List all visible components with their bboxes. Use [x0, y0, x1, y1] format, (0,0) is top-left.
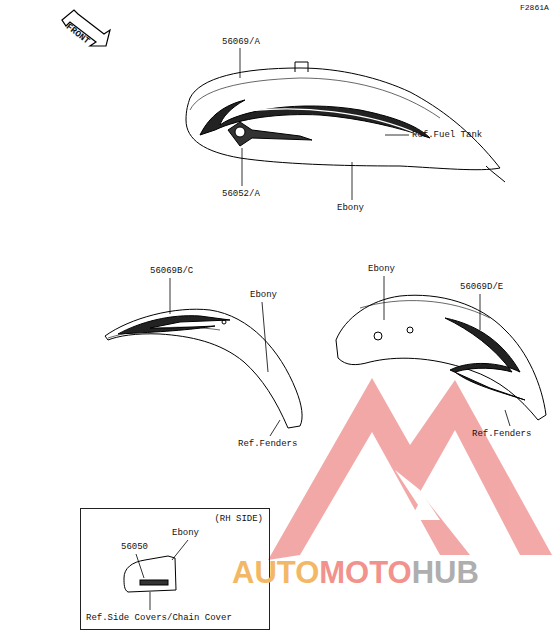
callout-number: 56052/A: [222, 189, 260, 200]
tank-emblem-decal: [228, 122, 312, 146]
reference-label: Ref.Fuel Tank: [412, 130, 482, 141]
figure-id: F2861A: [520, 2, 549, 13]
color-label: Ebony: [250, 290, 277, 301]
callout-number: 56050: [121, 542, 148, 553]
fuel-tank: [186, 68, 500, 170]
view-note: (RH SIDE): [214, 514, 263, 525]
color-label: Ebony: [337, 203, 364, 214]
front-fender: [105, 309, 302, 428]
callout-number: 56069D/E: [460, 282, 503, 293]
rear-fender-decal: [445, 318, 525, 400]
color-label: Ebony: [368, 264, 395, 275]
side-cover-decal: [140, 580, 168, 585]
reference-label: Ref.Side Covers/Chain Cover: [86, 613, 232, 624]
rear-fender: [336, 295, 546, 420]
reference-label: Ref.Fenders: [238, 439, 297, 450]
callout-number: 56069B/C: [150, 266, 193, 277]
side-cover: [124, 556, 176, 592]
front-fender-decal: [118, 316, 230, 334]
color-label: Ebony: [172, 528, 199, 539]
callout-number: 56069/A: [222, 37, 260, 48]
watermark-logo: [268, 378, 552, 560]
watermark: HUB: [412, 556, 479, 590]
reference-label: Ref.Fenders: [472, 429, 531, 440]
watermark: MOTO: [319, 556, 411, 590]
watermark: AUTO: [232, 556, 319, 590]
